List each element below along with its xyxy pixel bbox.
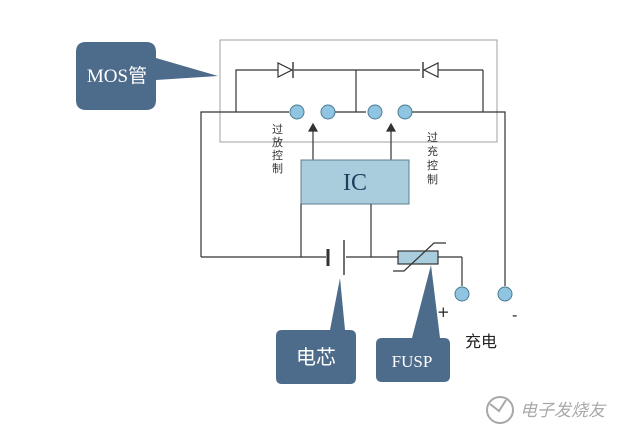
fusp-callout: FUSP <box>376 265 450 382</box>
over-discharge-label: 过放控制 <box>272 123 283 175</box>
diode-right <box>422 62 439 78</box>
charge-label: 充电 <box>465 332 497 351</box>
mos-callout-label: MOS管 <box>87 65 147 87</box>
watermark-text: 电子发烧友 <box>520 401 607 421</box>
terminal-negative <box>497 286 513 302</box>
control-arrows <box>307 122 397 160</box>
plus-label: + <box>437 303 450 321</box>
minus-label: - <box>512 306 517 324</box>
battery-cell-symbol <box>326 240 345 275</box>
over-discharge-text: 过放控制 <box>272 123 283 175</box>
switch-wiring <box>200 111 506 286</box>
watermark: 电子发烧友 <box>486 396 607 424</box>
cell-callout: 电芯 <box>276 278 356 384</box>
mos-switch-discharge <box>289 104 336 120</box>
fusp-resistor <box>393 242 446 272</box>
mos-callout: MOS管 <box>76 42 218 110</box>
over-charge-text: 过充控制 <box>427 131 438 186</box>
cell-wiring <box>201 204 463 286</box>
fusp-callout-label: FUSP <box>392 352 433 371</box>
ic-label: IC <box>343 170 367 196</box>
diode-bus <box>235 69 484 112</box>
over-charge-label: 过充控制 <box>427 131 438 186</box>
terminal-positive <box>454 286 470 302</box>
diode-left <box>277 62 294 78</box>
mos-module-box <box>219 39 498 143</box>
cell-callout-label: 电芯 <box>296 346 336 369</box>
ic-chip <box>300 159 410 205</box>
mos-switch-charge <box>367 104 413 120</box>
